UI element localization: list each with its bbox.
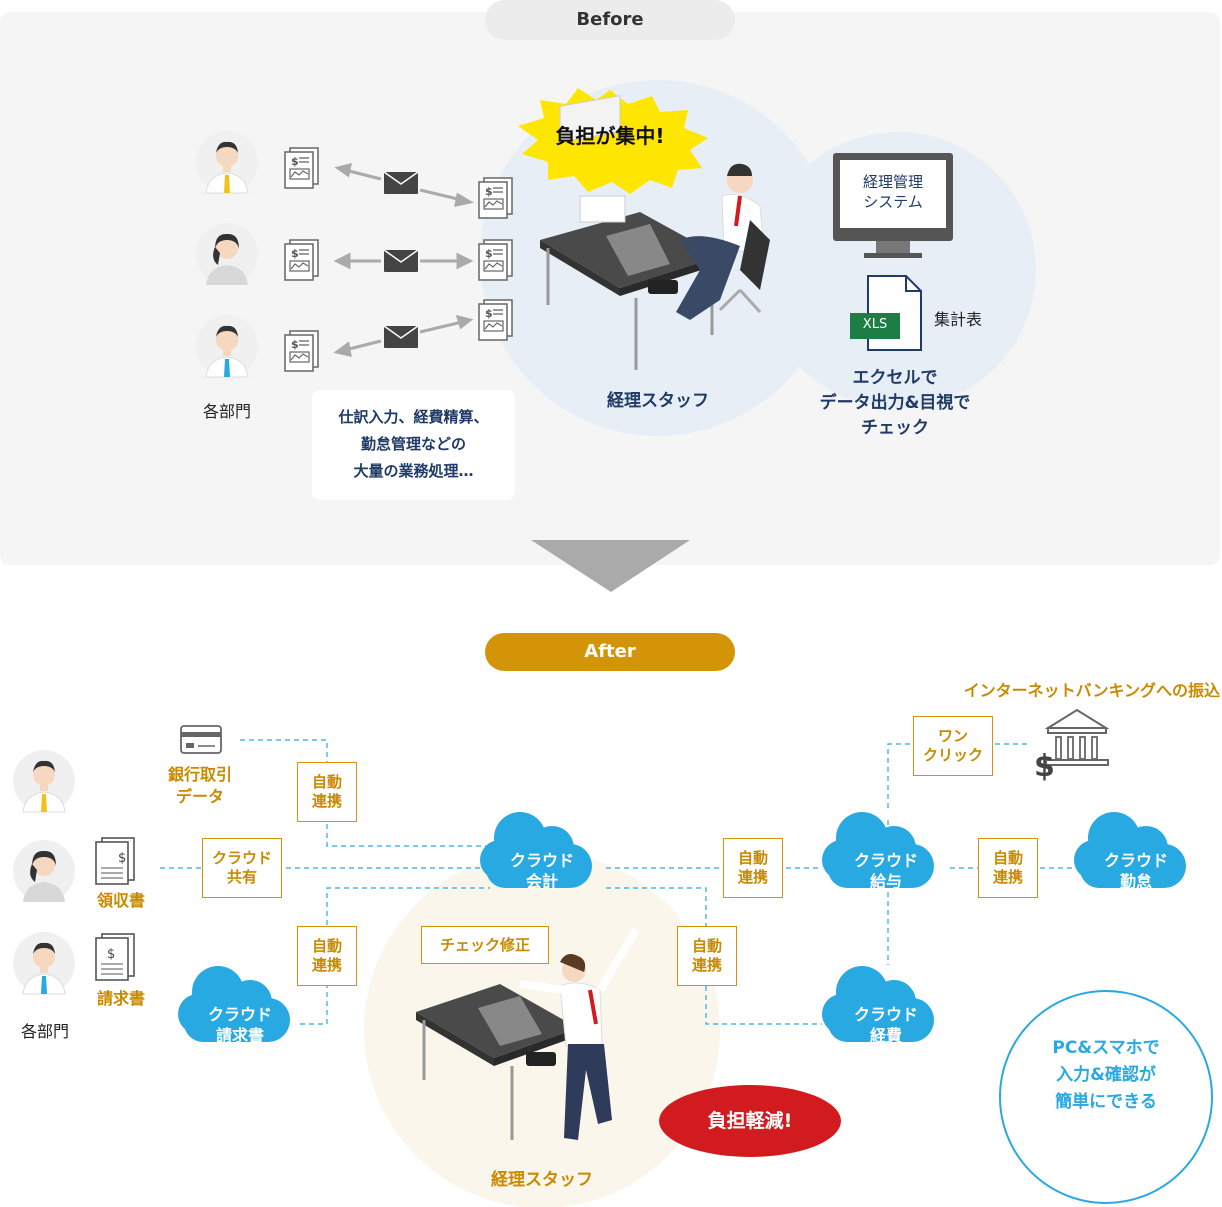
staff-label-before: 経理スタッフ [607, 391, 709, 411]
document-icon [284, 239, 319, 281]
system-line-1: 経理管理 [862, 173, 923, 191]
pc-line-2: 入力&確認が [1056, 1065, 1156, 1085]
desk-illustration-before [540, 95, 770, 370]
cloud-payroll-label: クラウド 給与 [830, 850, 942, 892]
bank-data-line-2: データ [175, 787, 224, 806]
system-label: 経理管理 システム [840, 172, 946, 212]
bank-card-icon [180, 725, 222, 754]
auto-link-line-2: 連携 [311, 792, 342, 810]
pc-line-1: PC&スマホで [1052, 1038, 1160, 1058]
after-pill: After [485, 633, 735, 671]
receipt-label: 領収書 [96, 891, 145, 910]
envelope-icon [383, 249, 419, 273]
internet-banking-label: インターネットバンキングへの振込 [963, 681, 1220, 700]
tasks-line-1: 仕訳入力、経費精算、 [338, 408, 489, 426]
auto-link-box-3: 自動 連携 [723, 838, 783, 898]
cloud-attendance-line-1: クラウド [1103, 851, 1168, 870]
svg-text:$: $ [118, 851, 126, 866]
cloud-accounting-label: クラウド 会計 [486, 850, 598, 892]
auto-link-box-1: 自動 連携 [297, 762, 357, 822]
one-click-box: ワン クリック [913, 716, 993, 776]
document-icon [478, 177, 513, 219]
summary-label: 集計表 [933, 310, 982, 329]
after-dept-person-1 [12, 749, 76, 813]
desk-illustration-after [416, 927, 640, 1140]
excel-check-label: エクセルで データ出力&目視で チェック [800, 366, 990, 441]
bank-data-line-1: 銀行取引 [167, 765, 232, 784]
system-circle [760, 132, 1036, 408]
check-fix-box: チェック修正 [421, 926, 549, 964]
excel-line-1: エクセルで [852, 368, 938, 388]
cloud-share-line-1: クラウド [211, 849, 272, 867]
auto-link-line-1: 自動 [311, 773, 342, 791]
document-icon [284, 330, 319, 372]
burden-label: 負担が集中! [555, 124, 665, 148]
after-dept-person-2 [13, 840, 75, 902]
cloud-payroll-line-2: 給与 [869, 872, 902, 891]
auto-link-line-1: 自動 [737, 849, 768, 867]
cloud-attendance-line-2: 勤怠 [1119, 872, 1152, 891]
cloud-expenses-line-1: クラウド [853, 1005, 918, 1024]
auto-link-line-1: 自動 [311, 937, 342, 955]
envelope-icon [383, 325, 419, 349]
excel-line-2: データ出力&目視で [819, 393, 971, 413]
invoice-doc-icon: $ [95, 933, 135, 981]
bank-data-label: 銀行取引 データ [155, 764, 245, 808]
svg-text:$: $ [107, 947, 115, 962]
auto-link-box-4: 自動 連携 [978, 838, 1038, 898]
auto-link-line-1: 自動 [691, 937, 722, 955]
departments-label: 各部門 [202, 402, 251, 421]
one-click-line-2: クリック [922, 746, 983, 764]
auto-link-box-2: 自動 連携 [297, 926, 357, 986]
document-icon [478, 299, 513, 341]
burden-reduced-badge: 負担軽減! [659, 1085, 841, 1157]
exchange-arrows [333, 162, 475, 357]
auto-link-line-2: 連携 [992, 868, 1023, 886]
after-departments-label: 各部門 [20, 1022, 69, 1041]
cloud-expenses-label: クラウド 経費 [830, 1004, 942, 1046]
cloud-accounting-line-2: 会計 [525, 872, 558, 891]
envelope-icon [383, 171, 419, 195]
after-dept-person-3 [12, 931, 76, 995]
xls-badge: XLS [862, 317, 888, 332]
xls-file-icon [850, 275, 922, 351]
auto-link-line-2: 連携 [737, 868, 768, 886]
cloud-expenses-line-2: 経費 [869, 1026, 902, 1045]
cloud-invoice-label: クラウド 請求書 [184, 1004, 296, 1046]
cloud-share-box: クラウド 共有 [202, 838, 282, 898]
pc-smartphone-circle [999, 990, 1213, 1204]
auto-link-box-5: 自動 連携 [677, 926, 737, 986]
tasks-line-2: 勤怠管理などの [360, 435, 466, 453]
cloud-invoice-line-2: 請求書 [215, 1026, 264, 1045]
system-line-2: システム [863, 193, 923, 211]
pc-line-3: 簡単にできる [1055, 1092, 1157, 1112]
dept-person-1 [195, 130, 259, 194]
auto-link-line-2: 連携 [691, 956, 722, 974]
cloud-invoice-line-1: クラウド [207, 1005, 272, 1024]
cloud-accounting-line-1: クラウド [509, 851, 574, 870]
dept-person-2 [196, 223, 258, 285]
staff-label-after: 経理スタッフ [491, 1170, 593, 1190]
cloud-attendance-label: クラウド 勤怠 [1080, 850, 1192, 892]
svg-text:$: $ [1034, 749, 1055, 784]
tasks-line-3: 大量の業務処理… [353, 462, 474, 480]
invoice-label: 請求書 [96, 989, 145, 1008]
auto-link-line-1: 自動 [992, 849, 1023, 867]
down-arrow [531, 540, 690, 592]
document-icon [284, 147, 319, 189]
document-icon [478, 239, 513, 281]
bank-icon: $ [1034, 708, 1110, 784]
tasks-note: 仕訳入力、経費精算、 勤怠管理などの 大量の業務処理… [312, 390, 515, 500]
cloud-share-line-2: 共有 [226, 868, 257, 886]
one-click-line-1: ワン [937, 727, 968, 745]
cloud-payroll-line-1: クラウド [853, 851, 918, 870]
auto-link-line-2: 連携 [311, 956, 342, 974]
excel-line-3: チェック [861, 418, 929, 438]
pc-smartphone-text: PC&スマホで 入力&確認が 簡単にできる [999, 1035, 1213, 1116]
before-pill: Before [485, 0, 735, 40]
receipt-doc-icon: $ [95, 837, 135, 885]
dept-person-3 [195, 314, 259, 378]
monitor-icon [833, 153, 953, 258]
